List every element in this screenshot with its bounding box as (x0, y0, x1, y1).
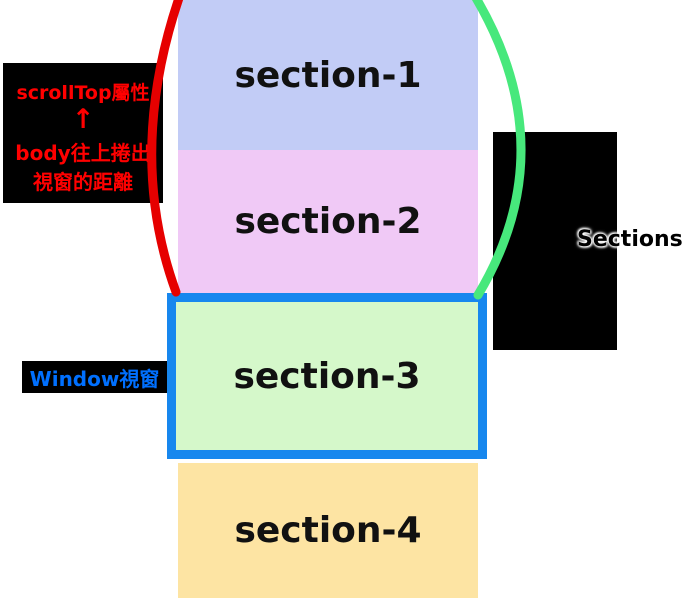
sections-annotation-label: Sections (577, 227, 683, 252)
section-4-label: section-4 (234, 510, 422, 551)
up-arrow-icon: ↑ (71, 104, 95, 135)
section-2-label: section-2 (234, 201, 422, 242)
section-3-label: section-3 (233, 355, 421, 397)
section-2-block: section-2 (178, 150, 478, 293)
scrolltop-annotation-line1: scrollTop屬性 (16, 82, 150, 104)
scrolltop-annotation-box: scrollTop屬性 ↑ body往上捲出 視窗的距離 (3, 63, 163, 203)
window-annotation-label: Window視窗 (29, 366, 160, 391)
section-1-label: section-1 (234, 54, 422, 96)
window-annotation-box: Window視窗 (22, 361, 167, 393)
scrolltop-annotation-line2: body往上捲出 (15, 141, 151, 165)
section-4-block: section-4 (178, 463, 478, 598)
scrolltop-annotation-line3: 視窗的距離 (33, 170, 133, 194)
window-viewport-box: section-3 (167, 293, 487, 459)
section-1-block: section-1 (178, 0, 478, 150)
